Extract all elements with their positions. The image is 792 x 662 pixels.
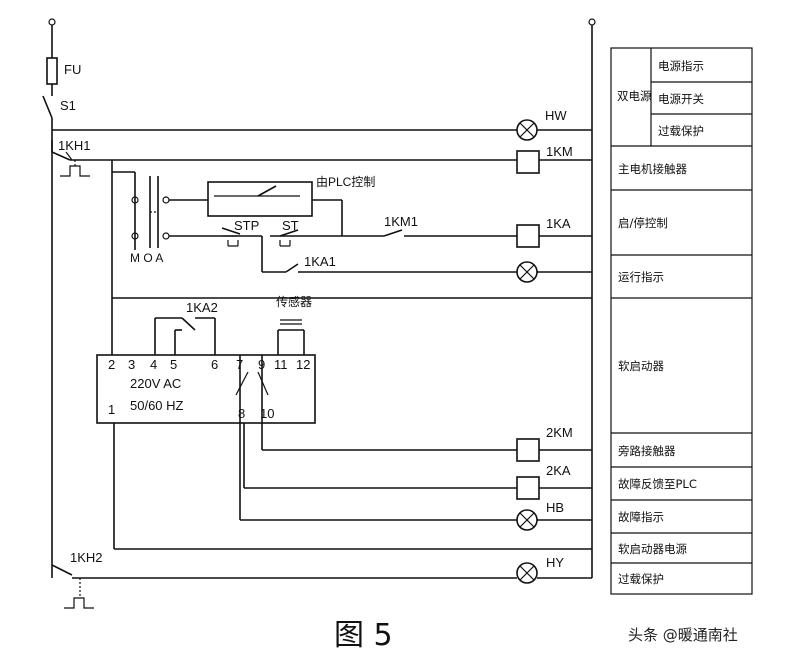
terminal-label: 7: [236, 357, 243, 372]
module-voltage-label: 220V AC: [130, 376, 181, 391]
soft-starter-module: [96, 297, 592, 549]
watermark-text: 头条 @暖通南社: [628, 626, 738, 644]
terminal-label: 5: [170, 357, 177, 372]
coil-ka1-label: 1KA: [546, 216, 571, 231]
legend-row: 过载保护: [658, 124, 704, 138]
contact-km1-label: 1KM1: [384, 214, 418, 229]
coil-ka2-label: 2KA: [546, 463, 571, 478]
figure-caption: 图 5: [334, 618, 393, 653]
switch-s1-symbol: [42, 95, 53, 119]
legend-row: 电源开关: [658, 92, 704, 106]
contact-ka1-label: 1KA1: [304, 254, 336, 269]
plc-control-label: 由PLC控制: [316, 175, 375, 189]
selector-control: [111, 160, 592, 298]
terminal-label: 1: [108, 402, 115, 417]
module-terminals-bottom: 1 8 10: [108, 402, 274, 421]
overload-kh2-label: 1KH2: [70, 550, 103, 565]
terminal-label: 6: [211, 357, 218, 372]
terminal-label: 2: [108, 357, 115, 372]
left-supply-rail: [42, 18, 58, 578]
legend-row: 过载保护: [618, 572, 664, 586]
legend-row: 软启动器电源: [618, 542, 687, 556]
terminal-label: 12: [296, 357, 310, 372]
coil-km2-label: 2KM: [546, 425, 573, 440]
terminal-label: 3: [128, 357, 135, 372]
fuse-label: FU: [64, 62, 81, 77]
legend-merged-cell: 双电源: [617, 89, 652, 103]
terminal-label: 10: [260, 406, 274, 421]
terminal-label: 8: [238, 406, 245, 421]
lamp-hy-label: HY: [546, 555, 564, 570]
terminal-label: 9: [258, 357, 265, 372]
legend-row: 电源指示: [658, 59, 704, 73]
lamp-hb-label: HB: [546, 500, 564, 515]
switch-s1-label: S1: [60, 98, 76, 113]
stop-button-label: STP: [234, 218, 259, 233]
fuse-symbol: [46, 57, 58, 85]
legend-row: 旁路接触器: [618, 444, 676, 458]
legend-table: 双电源 电源指示 电源开关 过载保护 主电机接触器 启/停控制 运行指示 软启动…: [610, 47, 753, 595]
terminal-label: 4: [150, 357, 157, 372]
module-terminals-top: 2 3 4 5 6 7 9 11 12: [108, 357, 310, 372]
selector-moa-label: M O A: [130, 251, 163, 265]
contact-ka2-label: 1KA2: [186, 300, 218, 315]
km1-coil-row: [51, 140, 592, 177]
output-rows: [51, 438, 592, 609]
legend-row: 启/停控制: [618, 216, 668, 230]
legend-row: 软启动器: [618, 359, 664, 373]
coil-km1-label: 1KM: [546, 144, 573, 159]
lamp-hw-label: HW: [545, 108, 567, 123]
legend-row: 运行指示: [618, 270, 664, 284]
legend-row: 故障反馈至PLC: [618, 477, 697, 491]
transducer-label: 传感器: [276, 294, 312, 309]
legend-row: 故障指示: [618, 510, 664, 524]
legend-row: 主电机接触器: [618, 162, 687, 176]
right-supply-rail: [588, 18, 596, 578]
module-frequency-label: 50/60 HZ: [130, 398, 184, 413]
terminal-label: 11: [274, 357, 288, 372]
hw-lamp-row: [52, 119, 592, 141]
start-button-label: ST: [282, 218, 299, 233]
overload-kh1-label: 1KH1: [58, 138, 91, 153]
